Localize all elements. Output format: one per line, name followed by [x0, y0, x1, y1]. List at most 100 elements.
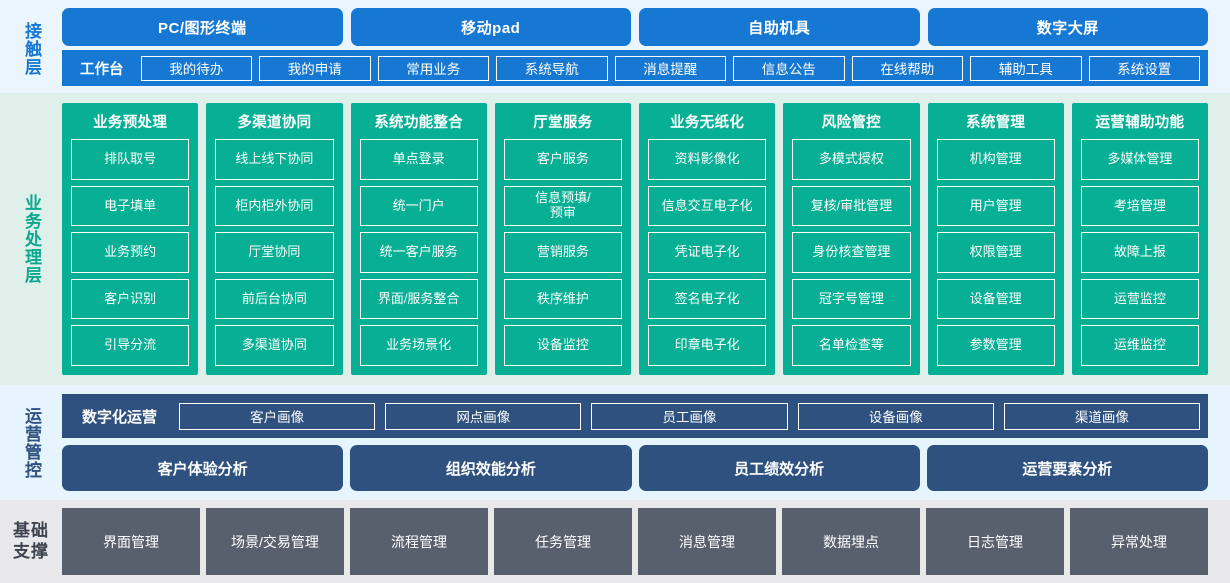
workbench-item-settings[interactable]: 系统设置: [1088, 55, 1200, 81]
business-item[interactable]: 签名电子化: [648, 278, 767, 320]
business-columns: 业务预处理 排队取号 电子填单 业务预约 客户识别 引导分流 多渠道协同 线上线…: [62, 103, 1230, 375]
portrait-employee[interactable]: 员工画像: [591, 402, 788, 430]
business-column-system-management: 系统管理 机构管理 用户管理 权限管理 设备管理 参数管理: [927, 103, 1064, 375]
foundation-item-message-management[interactable]: 消息管理: [638, 508, 776, 575]
workbench-item-common-business[interactable]: 常用业务: [377, 55, 489, 81]
business-item[interactable]: 复核/审批管理: [792, 185, 911, 227]
business-item[interactable]: 运营监控: [1080, 278, 1199, 320]
layer-contact-label: 接触层: [0, 8, 62, 89]
business-item[interactable]: 客户服务: [503, 139, 622, 180]
business-item[interactable]: 线上线下协同: [215, 139, 334, 180]
workbench-item-system-nav[interactable]: 系统导航: [496, 55, 608, 81]
business-item[interactable]: 统一客户服务: [359, 232, 478, 273]
business-item[interactable]: 业务预约: [71, 232, 190, 273]
layer-contact: 接触层 PC/图形终端 移动pad 自助机具 数字大屏 工作台 我的待办 我的申…: [0, 0, 1230, 93]
layer-foundation-label-line1: 基础: [13, 521, 49, 541]
business-item[interactable]: 厅堂协同: [215, 232, 334, 273]
analysis-org-efficiency[interactable]: 组织效能分析: [350, 445, 632, 491]
business-item[interactable]: 冠字号管理: [792, 278, 911, 320]
business-item[interactable]: 权限管理: [936, 232, 1055, 273]
layer-operations-body: 数字化运营 客户画像 网点画像 员工画像 设备画像 渠道画像 客户体验分析 组织…: [62, 394, 1230, 491]
business-item[interactable]: 引导分流: [71, 325, 190, 366]
foundation-item-process-management[interactable]: 流程管理: [350, 508, 488, 575]
business-item[interactable]: 营销服务: [503, 232, 622, 273]
foundation-item-ui-management[interactable]: 界面管理: [62, 508, 200, 575]
business-item[interactable]: 客户识别: [71, 278, 190, 320]
workbench-item-todo[interactable]: 我的待办: [140, 55, 252, 81]
workbench-item-message-alert[interactable]: 消息提醒: [614, 55, 726, 81]
channel-digital-screen[interactable]: 数字大屏: [927, 8, 1208, 46]
workbench-item-tools[interactable]: 辅助工具: [970, 55, 1082, 81]
business-item[interactable]: 电子填单: [71, 185, 190, 227]
business-item[interactable]: 业务场景化: [359, 325, 478, 366]
business-item[interactable]: 设备管理: [936, 278, 1055, 320]
business-item[interactable]: 信息预填/ 预审: [503, 185, 622, 227]
channel-pc[interactable]: PC/图形终端: [62, 8, 343, 46]
channel-self-service[interactable]: 自助机具: [639, 8, 920, 46]
business-item[interactable]: 信息交互电子化: [648, 185, 767, 227]
business-item[interactable]: 运维监控: [1080, 325, 1199, 366]
business-column-title: 业务预处理: [93, 115, 168, 131]
business-item[interactable]: 多媒体管理: [1080, 139, 1199, 180]
business-column-title: 多渠道协同: [237, 115, 312, 131]
business-item[interactable]: 单点登录: [359, 139, 478, 180]
business-item[interactable]: 秩序维护: [503, 278, 622, 320]
business-column-title: 业务无纸化: [670, 115, 745, 131]
channel-mobile-pad[interactable]: 移动pad: [350, 8, 631, 46]
business-column-title: 系统功能整合: [374, 115, 464, 131]
business-item[interactable]: 前后台协同: [215, 278, 334, 320]
layer-operations: 运营管控 数字化运营 客户画像 网点画像 员工画像 设备画像 渠道画像 客户体验…: [0, 385, 1230, 500]
business-item[interactable]: 考培管理: [1080, 185, 1199, 227]
portrait-branch[interactable]: 网点画像: [385, 402, 582, 430]
layer-business: 业务处理层 业务预处理 排队取号 电子填单 业务预约 客户识别 引导分流 多渠道…: [0, 93, 1230, 385]
business-column-paperless: 业务无纸化 资料影像化 信息交互电子化 凭证电子化 签名电子化 印章电子化: [639, 103, 776, 375]
business-item[interactable]: 身份核查管理: [792, 232, 911, 273]
business-item[interactable]: 名单检查等: [792, 325, 911, 366]
business-item[interactable]: 印章电子化: [648, 325, 767, 366]
foundation-item-log-management[interactable]: 日志管理: [926, 508, 1064, 575]
business-column-lobby-service: 厅堂服务 客户服务 信息预填/ 预审 营销服务 秩序维护 设备监控: [494, 103, 631, 375]
analysis-customer-experience[interactable]: 客户体验分析: [62, 445, 344, 491]
portrait-device[interactable]: 设备画像: [797, 402, 994, 430]
business-item[interactable]: 资料影像化: [648, 139, 767, 180]
business-column-system-integration: 系统功能整合 单点登录 统一门户 统一客户服务 界面/服务整合 业务场景化: [350, 103, 487, 375]
business-item[interactable]: 统一门户: [359, 185, 478, 227]
analysis-operation-factors[interactable]: 运营要素分析: [926, 445, 1208, 491]
business-item[interactable]: 排队取号: [71, 139, 190, 180]
analysis-row: 客户体验分析 组织效能分析 员工绩效分析 运营要素分析: [62, 445, 1208, 491]
business-item[interactable]: 故障上报: [1080, 232, 1199, 273]
layer-business-label-text: 业务处理层: [22, 194, 42, 284]
business-item[interactable]: 界面/服务整合: [359, 278, 478, 320]
business-column-items: 多媒体管理 考培管理 故障上报 运营监控 运维监控: [1080, 139, 1199, 366]
foundation-item-task-management[interactable]: 任务管理: [494, 508, 632, 575]
foundation-item-exception-handling[interactable]: 异常处理: [1070, 508, 1208, 575]
layer-operations-label: 运营管控: [0, 394, 62, 491]
foundation-item-data-tracking[interactable]: 数据埋点: [782, 508, 920, 575]
digital-operations-bar: 数字化运营 客户画像 网点画像 员工画像 设备画像 渠道画像: [62, 394, 1208, 438]
channel-row: PC/图形终端 移动pad 自助机具 数字大屏: [62, 8, 1230, 46]
workbench-item-announcement[interactable]: 信息公告: [733, 55, 845, 81]
layer-foundation-label: 基础 支撑: [0, 508, 62, 575]
layer-contact-body: PC/图形终端 移动pad 自助机具 数字大屏 工作台 我的待办 我的申请 常用…: [62, 8, 1230, 89]
business-item[interactable]: 多渠道协同: [215, 325, 334, 366]
business-item[interactable]: 参数管理: [936, 325, 1055, 366]
business-column-title: 厅堂服务: [533, 115, 593, 131]
portrait-channel[interactable]: 渠道画像: [1003, 402, 1201, 430]
business-column-multichannel: 多渠道协同 线上线下协同 柜内柜外协同 厅堂协同 前后台协同 多渠道协同: [206, 103, 343, 375]
portrait-customer[interactable]: 客户画像: [179, 402, 376, 430]
business-item[interactable]: 柜内柜外协同: [215, 185, 334, 227]
business-column-items: 单点登录 统一门户 统一客户服务 界面/服务整合 业务场景化: [359, 139, 478, 366]
workbench-item-applications[interactable]: 我的申请: [259, 55, 371, 81]
digital-operations-title: 数字化运营: [82, 408, 158, 426]
business-column-title: 系统管理: [966, 115, 1026, 131]
foundation-item-scenario-transaction[interactable]: 场景/交易管理: [206, 508, 344, 575]
analysis-employee-performance[interactable]: 员工绩效分析: [638, 445, 920, 491]
business-column-items: 资料影像化 信息交互电子化 凭证电子化 签名电子化 印章电子化: [648, 139, 767, 366]
business-column-items: 机构管理 用户管理 权限管理 设备管理 参数管理: [936, 139, 1055, 366]
business-item[interactable]: 凭证电子化: [648, 232, 767, 273]
business-item[interactable]: 多模式授权: [792, 139, 911, 180]
business-item[interactable]: 设备监控: [503, 325, 622, 366]
business-item[interactable]: 机构管理: [936, 139, 1055, 180]
workbench-item-online-help[interactable]: 在线帮助: [851, 55, 963, 81]
business-item[interactable]: 用户管理: [936, 185, 1055, 227]
